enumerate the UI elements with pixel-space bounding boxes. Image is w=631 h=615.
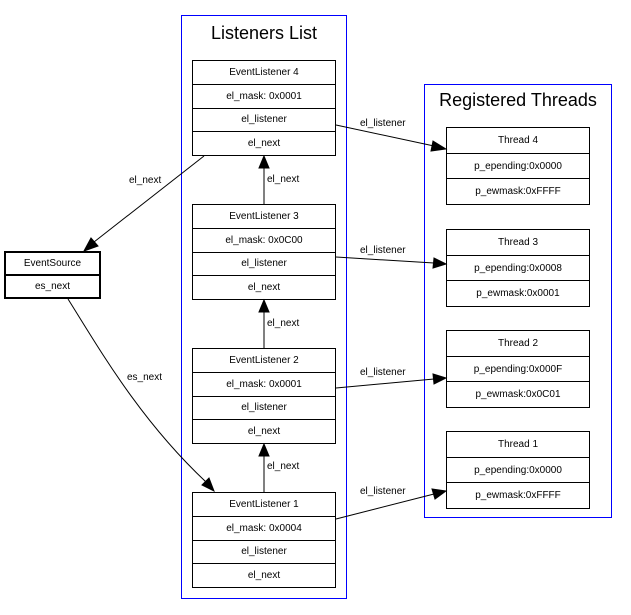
edge-label-el-next: el_next [267,461,299,472]
listener-mask: el_mask: 0x0004 [193,515,335,540]
event-source-title: EventSource [23,258,82,269]
thread-title: Thread 2 [497,337,539,349]
thread-pending: p_epending:0x0008 [447,254,589,281]
listener-title: EventListener 1 [229,498,299,510]
event-source-next: es_next [6,274,99,297]
thread-3-node: Thread 3 p_epending:0x0008 p_ewmask:0x00… [446,229,590,307]
thread-title: Thread 3 [497,236,539,248]
listener-title: EventListener 2 [229,354,299,366]
listener-next: el_next [193,275,335,299]
edge-eventsource-to-listener1: es_next [67,298,215,493]
listener-next: el_next [193,419,335,443]
listener-listener: el_listener [193,539,335,564]
listener-next: el_next [193,131,335,155]
threads-cluster: Registered Threads [424,84,612,518]
listener-mask: el_mask: 0x0001 [193,371,335,396]
edge-listener1-to-thread1: el_listener [335,486,448,520]
thread-mask: p_ewmask:0x0C01 [447,381,589,407]
thread-2-node: Thread 2 p_epending:0x000F p_ewmask:0x0C… [446,330,590,408]
listener-next: el_next [193,563,335,587]
edge-listener3-to-thread3: el_listener [335,245,448,269]
edge-label-el-next: el_next [129,175,161,186]
thread-mask: p_ewmask:0x0001 [447,280,589,306]
thread-1-node: Thread 1 p_epending:0x0000 p_ewmask:0xFF… [446,431,590,509]
edge-label-el-next: el_next [267,318,299,329]
thread-title: Thread 4 [497,134,539,146]
thread-4-node: Thread 4 p_epending:0x0000 p_ewmask:0xFF… [446,127,590,205]
thread-mask: p_ewmask:0xFFFF [447,482,589,508]
listener-mask: el_mask: 0x0C00 [193,227,335,252]
edge-label-el-listener: el_listener [360,245,406,256]
event-listener-2-node: EventListener 2 el_mask: 0x0001 el_liste… [192,348,336,444]
thread-pending: p_epending:0x000F [447,355,589,382]
edge-listener2-to-thread2: el_listener [335,367,448,389]
edge-label-el-listener: el_listener [360,367,406,378]
listener-listener: el_listener [193,251,335,276]
listener-title: EventListener 4 [229,66,299,78]
listeners-cluster-title: Listeners List [210,23,318,43]
listener-mask: el_mask: 0x0001 [193,83,335,108]
edge-label-es-next: es_next [127,372,162,383]
event-listener-4-node: EventListener 4 el_mask: 0x0001 el_liste… [192,60,336,156]
edge-listener1-to-listener2: el_next [258,442,299,492]
event-source-node: EventSource es_next [4,251,101,299]
edge-label-el-listener: el_listener [360,118,406,129]
thread-title: Thread 1 [497,438,539,450]
edge-label-el-next: el_next [267,174,299,185]
thread-pending: p_epending:0x0000 [447,456,589,483]
listener-listener: el_listener [193,107,335,132]
event-listener-1-node: EventListener 1 el_mask: 0x0004 el_liste… [192,492,336,588]
listeners-cluster: Listeners List [181,15,347,599]
edge-listener4-to-thread4: el_listener [335,118,448,152]
listener-listener: el_listener [193,395,335,420]
thread-mask: p_ewmask:0xFFFF [447,178,589,204]
threads-cluster-title: Registered Threads [439,90,597,110]
listener-title: EventListener 3 [229,210,299,222]
edge-listener2-to-listener3: el_next [258,298,299,348]
edge-label-el-listener: el_listener [360,486,406,497]
thread-pending: p_epending:0x0000 [447,152,589,179]
edge-listener4-to-eventsource: el_next [82,155,205,252]
edge-listener3-to-listener4: el_next [258,154,299,204]
